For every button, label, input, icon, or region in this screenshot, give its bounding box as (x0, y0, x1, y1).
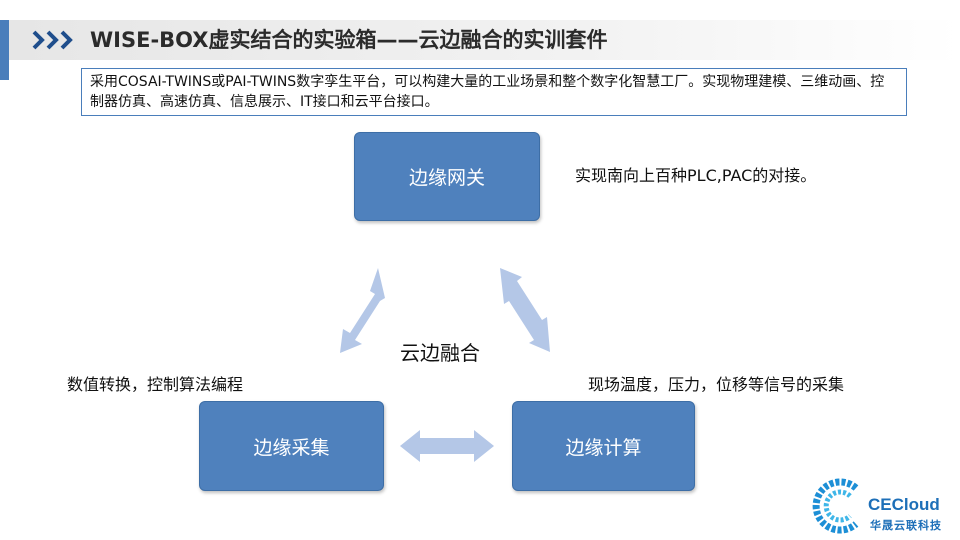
double-headed-arrow-icon (400, 430, 494, 462)
triple-chevron-right-icon (32, 30, 73, 50)
double-headed-arrow-icon (340, 268, 385, 353)
edge-collection-node: 边缘采集 (199, 401, 384, 491)
edge-computing-note: 现场温度，压力，位移等信号的采集 (588, 375, 845, 394)
double-headed-arrow-icon (500, 268, 550, 352)
edge-gateway-note: 实现南向上百种PLC,PAC的对接。 (575, 166, 817, 185)
cloud-edge-fusion-label: 云边融合 (400, 341, 480, 365)
brand-logo: CECloud 华晟云联科技 (812, 476, 960, 540)
brand-name: CECloud (868, 495, 940, 514)
edge-computing-node: 边缘计算 (512, 401, 695, 491)
cecloud-logo-icon (812, 478, 859, 534)
brand-subtitle: 华晟云联科技 (870, 519, 942, 532)
title-band (9, 20, 960, 60)
intro-text-box: 采用COSAI-TWINS或PAI-TWINS数字孪生平台，可以构建大量的工业场… (81, 68, 907, 116)
edge-gateway-node: 边缘网关 (354, 132, 540, 221)
page-title: WISE-BOX虚实结合的实验箱——云边融合的实训套件 (90, 28, 608, 52)
left-accent-bar (0, 20, 9, 80)
edge-collection-note: 数值转换，控制算法编程 (67, 375, 244, 394)
